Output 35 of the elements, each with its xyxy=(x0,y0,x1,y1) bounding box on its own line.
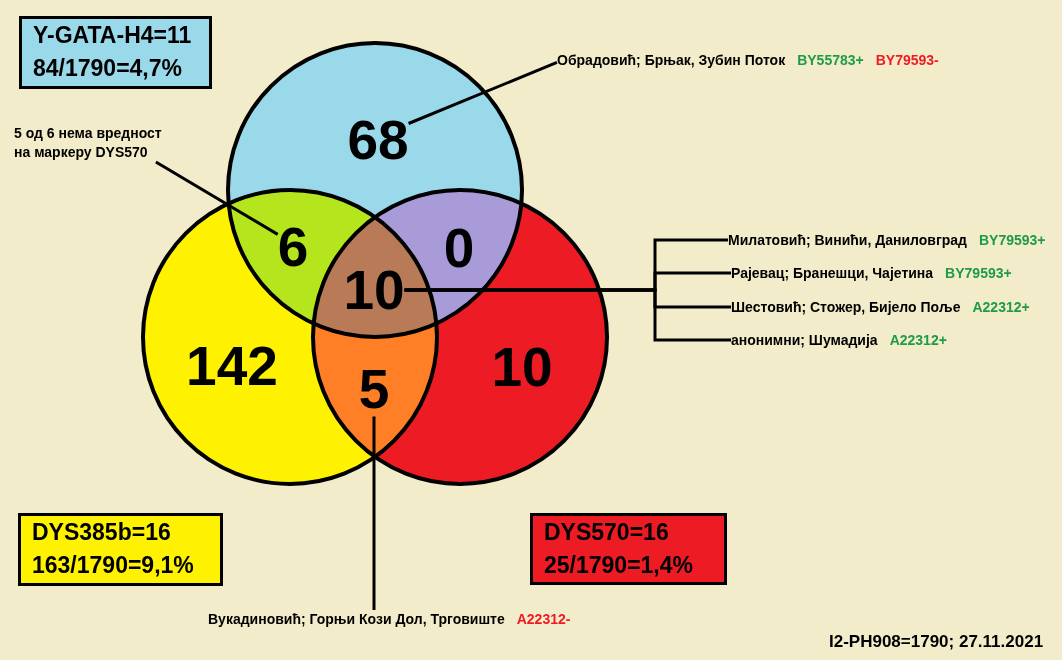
frequency-text: 84/1790=4,7% xyxy=(33,54,183,83)
marker-value-text: Y-GATA-H4=11 xyxy=(33,21,193,50)
region-count: 5 xyxy=(358,361,390,417)
bracket-line xyxy=(404,288,731,342)
annotation-text: 5 од 6 нема вредност на маркеру DYS570 xyxy=(14,124,179,162)
frequency-text: 163/1790=9,1% xyxy=(32,551,195,580)
region-count: 0 xyxy=(443,220,475,276)
snp-result-text: A22312- xyxy=(516,610,571,629)
region-count: 6 xyxy=(277,219,309,275)
marker-value-text: DYS570=16 xyxy=(544,518,670,547)
annotation-text: Рајевац; Бранешци, Чајетина xyxy=(731,263,934,283)
snp-result-text: BY55783+ xyxy=(797,51,864,70)
snp-result-text: BY79593+ xyxy=(978,230,1046,250)
annotation-text: Шестовић; Стожер, Бијело Поље xyxy=(731,297,961,317)
region-count: 10 xyxy=(343,262,405,318)
snp-result-text: A22312+ xyxy=(972,297,1030,317)
snp-result-text: BY79593+ xyxy=(945,263,1012,283)
snp-result-text: A22312+ xyxy=(889,330,947,350)
footer-note: I2-PH908=1790; 27.11.2021 xyxy=(829,632,1044,652)
region-count: 68 xyxy=(347,112,409,168)
set-box xyxy=(530,513,727,585)
set-box xyxy=(18,513,223,586)
region-count: 10 xyxy=(491,339,553,395)
set-box xyxy=(19,16,212,89)
region-count: 142 xyxy=(186,338,278,394)
snp-result-text: BY79593- xyxy=(875,51,939,70)
annotation-text: Вукадиновић; Горњи Кози Дол, Трговиште xyxy=(208,610,505,629)
annotation-text: анонимни; Шумадија xyxy=(731,330,878,350)
annotation-text: Милатовић; Винићи, Даниловград xyxy=(728,230,967,250)
leader-line xyxy=(155,160,279,236)
annotation-text: Обрадовић; Брњак, Зубин Поток xyxy=(557,51,786,70)
leader-line xyxy=(408,61,558,125)
marker-value-text: DYS385b=16 xyxy=(32,518,172,547)
frequency-text: 25/1790=1,4% xyxy=(544,551,694,580)
leader-line xyxy=(372,416,376,610)
